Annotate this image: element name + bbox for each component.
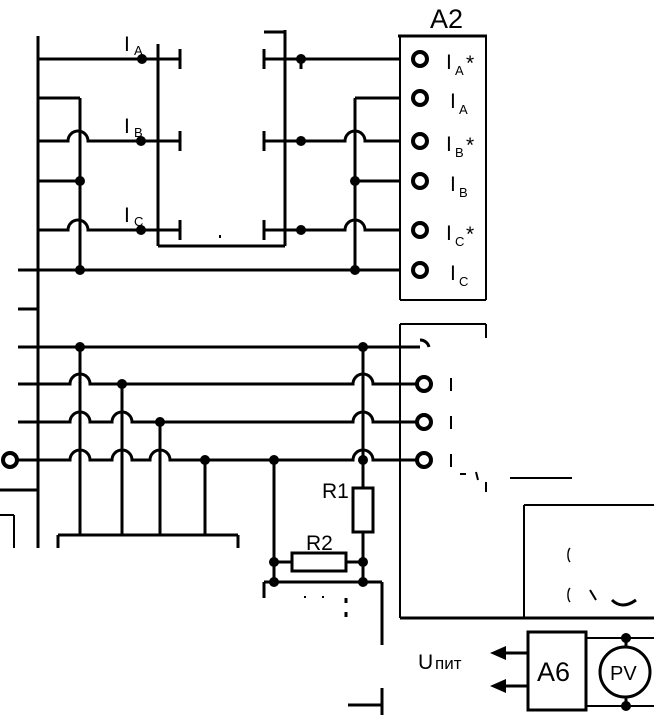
current-label-ic: I C	[124, 204, 143, 229]
svg-text:*: *	[466, 223, 474, 246]
pv-meter-label: PV	[610, 663, 637, 685]
a2-terminal-ia-star: I A *	[411, 50, 474, 78]
pv-meter: PV	[598, 633, 652, 711]
a2-terminal-ic: I C	[411, 261, 468, 289]
svg-text:A: A	[134, 43, 143, 58]
svg-text:*: *	[466, 52, 474, 75]
svg-text:B: B	[459, 185, 468, 200]
voltage-wiring	[20, 345, 420, 715]
svg-text:A: A	[455, 63, 464, 78]
resistor-r2: R2	[290, 532, 348, 573]
svg-text:I: I	[124, 115, 130, 138]
a2-terminal-ib: I B	[411, 172, 468, 200]
svg-text:C: C	[455, 234, 464, 249]
current-loop-junctions	[75, 54, 360, 275]
resistor-r2-label: R2	[306, 532, 333, 555]
a2-terminal-ic-star: I C *	[411, 221, 474, 249]
svg-text:C: C	[459, 274, 468, 289]
svg-text:*: *	[466, 134, 474, 157]
input-terminal	[1, 451, 19, 469]
supply-label: U пит	[418, 651, 462, 674]
svg-text:B: B	[455, 145, 464, 160]
left-stubs	[0, 268, 38, 548]
svg-text:I: I	[450, 262, 456, 285]
svg-text:I: I	[446, 133, 452, 156]
supply-arrows	[490, 646, 528, 693]
current-label-ib: I B	[124, 115, 143, 140]
resistor-r1: R1	[322, 480, 375, 534]
a2-terminal-ib-star: I B *	[411, 132, 474, 160]
block-a2-label: A2	[430, 4, 463, 34]
svg-text:пит: пит	[435, 654, 462, 673]
svg-text:A: A	[459, 102, 468, 117]
svg-text:I: I	[124, 33, 130, 56]
svg-text:I: I	[450, 90, 456, 113]
svg-text:I: I	[446, 51, 452, 74]
svg-text:I: I	[450, 173, 456, 196]
svg-text:C: C	[134, 214, 143, 229]
svg-text:I: I	[446, 222, 452, 245]
block-a2: A2	[398, 4, 487, 301]
current-loop-wiring	[38, 30, 400, 272]
resistor-r1-label: R1	[322, 480, 349, 503]
voltage-junctions	[75, 342, 368, 587]
block-a6-label: A6	[537, 657, 570, 687]
svg-text:U: U	[418, 651, 433, 674]
block-a6: A6	[526, 630, 654, 712]
a2-terminal-ia: I A	[411, 89, 468, 117]
svg-text:B: B	[134, 125, 143, 140]
current-label-ia: I A	[124, 33, 143, 58]
voltage-terminal-block	[399, 323, 572, 618]
right-frame	[400, 504, 654, 620]
svg-text:I: I	[124, 204, 130, 227]
